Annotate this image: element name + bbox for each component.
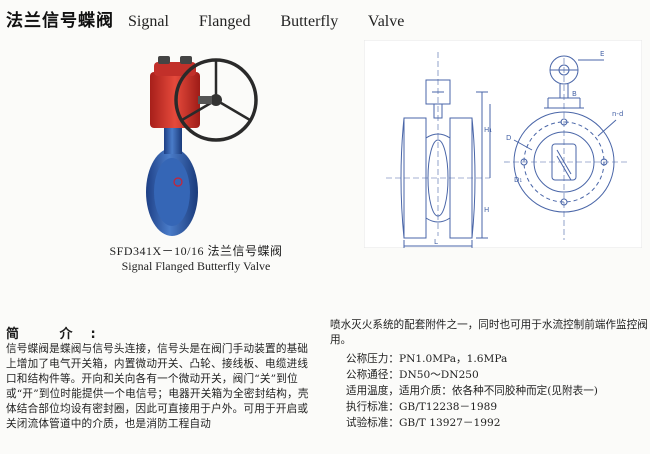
spec-test-standard: 试验标准：GB/T 13927－1992 — [346, 417, 501, 429]
handwheel — [174, 58, 258, 142]
intro-continuation: 喷水灭火系统的配套附件之一，同时也可用于水流控制前端作监控阀用。 — [330, 319, 648, 346]
valve-photo — [146, 56, 258, 236]
technical-drawing: E B D n-d D₁ L H₁ H — [364, 40, 642, 248]
label-e: E — [600, 50, 604, 58]
title-english: Signal Flanged Butterfly Valve — [128, 13, 405, 30]
spec-pressure: 公称压力：PN1.0MPa，1.6MPa — [346, 353, 508, 365]
label-nd: n-d — [612, 110, 623, 118]
spec-diameter: 公称通径：DN50～DN250 — [346, 369, 479, 381]
intro-body: 信号蝶阀是蝶阀与信号头连接，信号头是在阀门手动装置的基础上增加了电气开关箱，内置… — [6, 343, 309, 430]
label-b: B — [572, 90, 577, 98]
spec-standard: 执行标准：GB/T12238－1989 — [346, 401, 498, 413]
page-title: 法兰信号蝶阀 Signal Flanged Butterfly Valve — [6, 6, 404, 31]
label-d1: D₁ — [514, 176, 522, 184]
right-column: 喷水灭火系统的配套附件之一，同时也可用于水流控制前端作监控阀用。 公称压力：PN… — [330, 318, 648, 431]
title-chinese: 法兰信号蝶阀 — [6, 11, 114, 31]
section-view — [386, 52, 491, 248]
valve-body — [146, 128, 198, 236]
intro-heading: 简 介: — [6, 327, 114, 342]
label-h: H — [484, 206, 489, 214]
label-d: D — [506, 134, 511, 142]
front-view — [504, 55, 628, 240]
label-h1: H₁ — [484, 126, 492, 134]
model-caption: SFD341X－10/16 法兰信号蝶阀 — [109, 244, 283, 258]
english-caption: Signal Flanged Butterfly Valve — [121, 259, 271, 273]
spec-temperature: 适用温度，适用介质：依各种不同胶种而定(见附表一) — [346, 385, 598, 397]
label-l: L — [434, 238, 438, 246]
